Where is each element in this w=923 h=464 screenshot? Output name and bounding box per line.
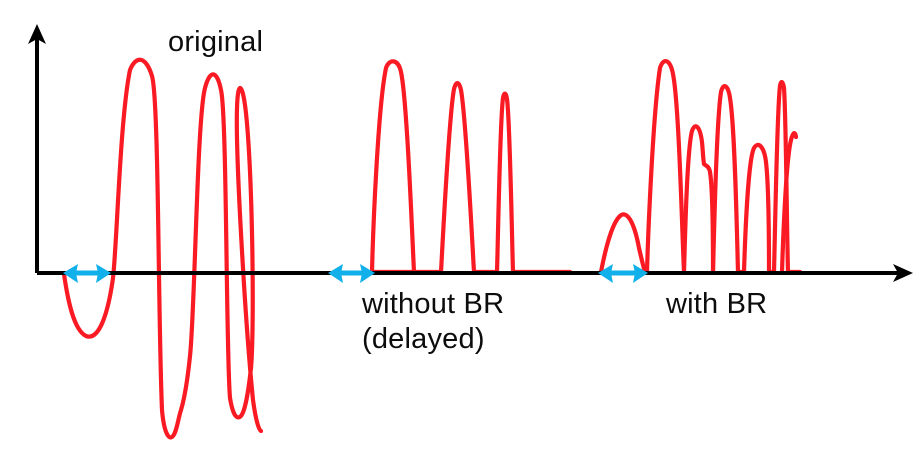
- label-without-br-delayed: (delayed): [362, 323, 485, 355]
- span-marker-original-arrowhead-left: [63, 264, 78, 283]
- signal-curve-with-br-peak-3: [710, 84, 741, 275]
- signal-group-with-br: [598, 59, 803, 275]
- span-marker-with-br-arrowhead-right: [633, 264, 648, 283]
- span-marker-with-br-arrowhead-left: [598, 264, 613, 283]
- signal-curve-without-br-peak-2: [438, 81, 477, 275]
- signal-curve-original: [61, 57, 264, 440]
- span-marker-without-br-arrowhead-right: [360, 264, 375, 283]
- span-marker-original-arrowhead-right: [96, 264, 111, 283]
- horizontal-axis-arrowhead: [893, 264, 913, 282]
- signal-group-without-br: [369, 59, 573, 275]
- label-original: original: [168, 26, 263, 58]
- span-marker-without-br: [328, 264, 375, 283]
- signal-curve-with-br-peak-1: [644, 59, 687, 275]
- span-marker-original: [63, 264, 111, 283]
- label-without-br: without BR: [361, 288, 504, 320]
- signal-curve-without-br-peak-3: [494, 91, 516, 275]
- label-with-br: with BR: [665, 288, 767, 320]
- span-marker-without-br-arrowhead-left: [328, 264, 343, 283]
- vertical-axis-arrowhead: [28, 24, 46, 44]
- axes-group: [28, 24, 913, 282]
- signal-curve-with-br-peak-4: [741, 142, 772, 275]
- span-marker-with-br: [598, 264, 648, 283]
- signal-curve-with-br-bump: [598, 212, 648, 275]
- signal-curve-without-br-peak-1: [369, 59, 417, 275]
- signal-curve-with-br-peak-6: [779, 131, 799, 275]
- signal-group-original: [61, 57, 264, 440]
- signal-curve-with-br-peak-2: [681, 124, 716, 275]
